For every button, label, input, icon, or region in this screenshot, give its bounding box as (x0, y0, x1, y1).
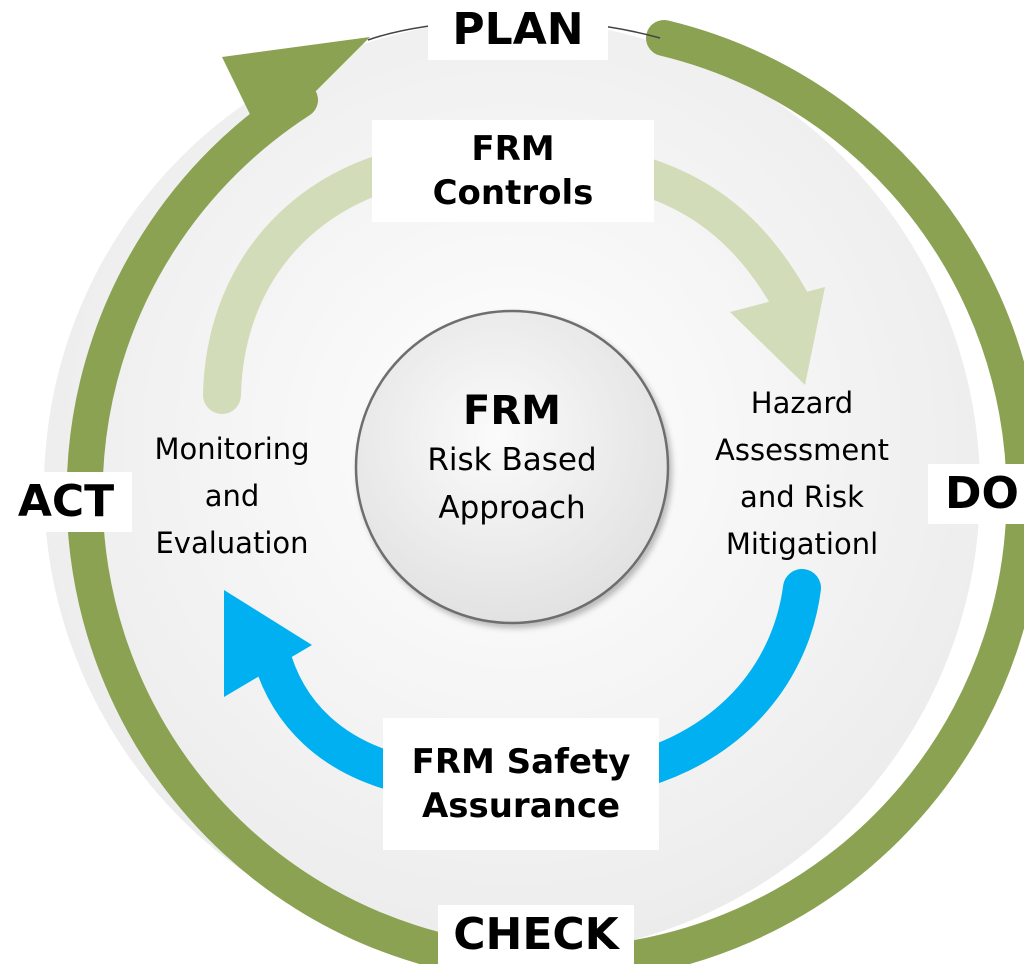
frm-controls-line2: Controls (432, 173, 594, 213)
hazard-line-1: Hazard (750, 386, 854, 420)
hub-title: FRM (463, 388, 561, 434)
hazard-line-3: and Risk (740, 480, 864, 514)
monitoring-line-2: and (204, 479, 260, 513)
hub-circle (354, 309, 670, 625)
hazard-assessment-label: Hazard Assessment and Risk Mitigationl (700, 380, 904, 568)
act-label: ACT (0, 472, 132, 532)
hazard-line-2: Assessment (715, 433, 889, 467)
hazard-line-4: Mitigationl (725, 527, 879, 561)
frm-safety-assurance-box: FRM Safety Assurance (383, 718, 659, 850)
frm-controls-box: FRM Controls (372, 120, 654, 222)
monitoring-line-1: Monitoring (154, 432, 310, 466)
frm-safety-assurance-line2: Assurance (421, 786, 621, 826)
frm-safety-assurance-line1: FRM Safety (411, 742, 631, 782)
do-label: DO (928, 464, 1024, 524)
monitoring-evaluation-label: Monitoring and Evaluation (134, 426, 330, 567)
monitoring-line-3: Evaluation (155, 526, 309, 560)
controls-arrowhead (730, 287, 825, 385)
hub-line-1: Risk Based (427, 442, 597, 478)
hub-text: FRM Risk Based Approach (392, 386, 632, 532)
outer-cycle-arrowhead (222, 37, 370, 143)
hub-line-2: Approach (438, 490, 586, 526)
frm-controls-line1: FRM (471, 129, 555, 169)
plan-label: PLAN (428, 0, 608, 60)
check-label: CHECK (438, 905, 634, 965)
assurance-arrowhead (224, 590, 312, 697)
